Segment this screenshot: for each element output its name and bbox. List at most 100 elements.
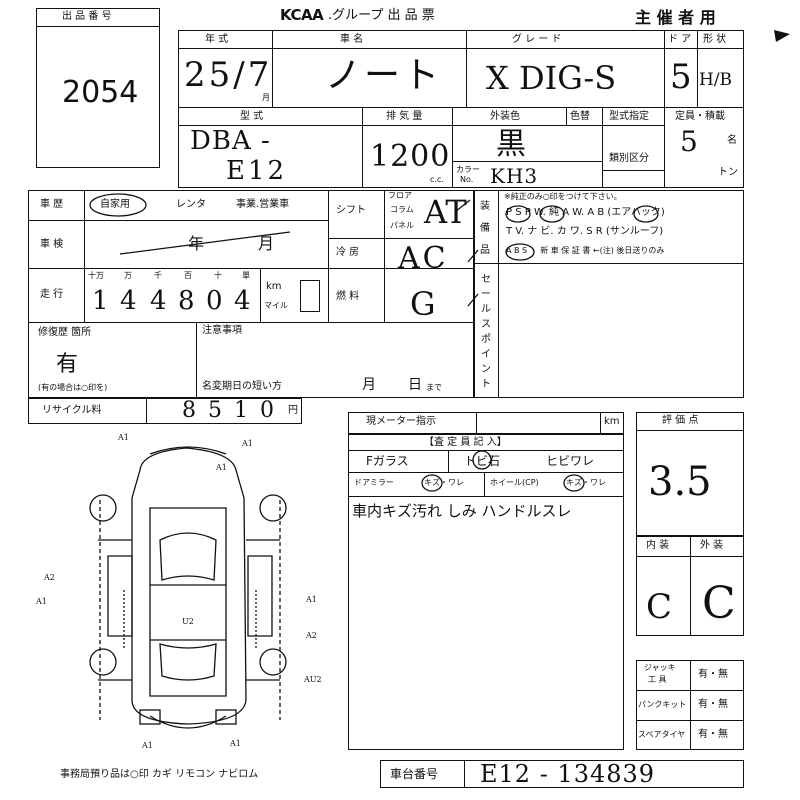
mileage-unit-km: km <box>266 281 282 292</box>
shift-option: コラム <box>390 205 414 214</box>
mileage-digit-label: 百 <box>184 271 192 280</box>
score-label: 評 価 点 <box>662 415 699 426</box>
lot-number-label: 出 品 番 号 <box>62 11 112 22</box>
damage-mark: A1 <box>142 741 153 750</box>
windshield-label: Fガラス <box>366 454 409 468</box>
chassis-label: 車台番号 <box>390 767 439 781</box>
history-business: 事業.営業車 <box>236 199 290 210</box>
damage-mark: A1 <box>118 433 129 442</box>
name-label: 車 名 <box>340 34 364 45</box>
equipment-note: ※純正のみ○印をつけて下さい。 <box>504 192 622 201</box>
mileage-digit-label: 万 <box>124 271 132 280</box>
jack-yes-no: 有・無 <box>698 669 728 680</box>
inspection-year-unit: 年 <box>188 234 205 253</box>
exterior-color-label: 外装色 <box>490 111 520 122</box>
expiry-until: まで <box>426 383 442 392</box>
history-label: 車 歴 <box>40 199 64 210</box>
mileage-digit-label: 單 <box>242 271 250 280</box>
inspector-remark: 車内キズ汚れ しみ ハンドルスレ <box>352 502 572 520</box>
score-box <box>636 412 744 536</box>
recycle-box <box>28 398 302 424</box>
mileage-digit: 8 <box>178 286 198 316</box>
category-label: 類別区分 <box>609 153 649 164</box>
damage-mark: A1 <box>230 739 241 748</box>
fuel-label: 燃 料 <box>336 291 360 302</box>
meter-unit: km <box>604 416 620 427</box>
vehicle-info-grid <box>178 30 744 188</box>
shift-value: AT <box>424 193 467 231</box>
brand-logo: KCAA <box>280 6 324 24</box>
damage-mark: A1 <box>36 597 47 606</box>
lot-number: 2054 <box>62 75 139 110</box>
sheet-title: .グループ 出 品 票 <box>328 8 435 23</box>
notes-label: 注意事項 <box>202 325 242 336</box>
score-value: 3.5 <box>648 459 712 505</box>
windshield-crack: ヒビワレ <box>546 454 595 468</box>
meter-box <box>348 412 624 434</box>
repair-note: (有の場合は○印を) <box>38 383 108 392</box>
year-label: 年 式 <box>205 34 229 45</box>
grade-value: X DIG-S <box>486 59 617 97</box>
model-code-value: E12 <box>226 156 288 186</box>
mileage-digit-label: 十 <box>214 271 222 280</box>
recycle-value: 8510 <box>182 398 286 423</box>
fuel-value: G <box>410 285 439 323</box>
expiry-day: 日 <box>408 377 422 393</box>
displacement-value: 1200 <box>370 139 451 174</box>
ac-value: AC <box>398 241 449 276</box>
capacity-value: 5 <box>680 125 701 158</box>
shift-option: フロア <box>388 191 412 200</box>
spare-tire-yes-no: 有・無 <box>698 729 728 740</box>
equipment-label: 装 備 品 <box>480 201 490 256</box>
jack-label-1: ジャッキ <box>644 663 676 672</box>
repair-label: 修復歴 箇所 <box>38 327 92 338</box>
shape-label: 形 状 <box>703 34 727 45</box>
history-rental: レンタ <box>176 199 206 210</box>
model-prefix-value: DBA - <box>190 126 271 156</box>
footer-note: 事務局預り品は○印 カギ リモコン ナビロム <box>60 769 259 780</box>
damage-mark: AU2 <box>304 675 322 684</box>
mileage-unit-mile: マイル <box>264 301 288 310</box>
lot-number-box <box>36 8 160 168</box>
wheel-damage: キズ・ワレ <box>566 478 606 487</box>
capacity-label: 定員・積載 <box>675 111 725 122</box>
mileage-digit: 0 <box>206 286 226 316</box>
model-label: 型 式 <box>240 111 264 122</box>
mileage-label: 走 行 <box>40 289 64 300</box>
mileage-digit: 4 <box>150 286 170 316</box>
displacement-label: 排 気 量 <box>386 111 423 122</box>
chassis-value: E12 - 134839 <box>480 760 656 788</box>
exterior-value: C <box>702 578 739 629</box>
damage-mark: A1 <box>216 463 227 472</box>
sales-point-label: セールスポイント <box>481 274 491 390</box>
exterior-color-value: 黒 <box>496 127 529 162</box>
damage-mark: A2 <box>306 631 317 640</box>
inspection-month-unit: 月 <box>258 234 275 253</box>
puncture-kit-label: パンクキット <box>638 700 687 709</box>
grade-label: グ レ ー ド <box>512 34 562 45</box>
interior-value: C <box>646 587 676 627</box>
damage-mark: U2 <box>182 617 194 626</box>
color-no-value: KH3 <box>490 164 539 188</box>
mirror-damage: キズ・ワレ <box>424 478 464 487</box>
exterior-label: 外 装 <box>700 540 724 551</box>
interior-label: 内 装 <box>646 540 670 551</box>
year-month-unit: 月 <box>262 93 270 102</box>
inspector-title: 【査 定 員 記 入】 <box>424 437 507 448</box>
shift-option: パネル <box>390 221 414 230</box>
organizer-label: 主 催 者 用 <box>635 8 716 27</box>
chassis-box <box>380 760 744 788</box>
equipment-line-1: P S P W. 純 A W. A B (エアバック) <box>506 207 665 218</box>
inspection-label: 車 検 <box>40 239 64 250</box>
damage-mark: A1 <box>306 595 317 604</box>
puncture-kit-yes-no: 有・無 <box>698 699 728 710</box>
capacity-unit-tons: トン <box>718 167 738 178</box>
color-no-label-1: カラー <box>456 165 480 174</box>
recycle-unit: 円 <box>288 405 298 416</box>
type-designation-label: 型式指定 <box>609 111 649 122</box>
equipment-line-3: A B S ・ 新 車 保 証 書 ←(注) 後日送りのみ <box>506 246 665 255</box>
door-label: ド ア <box>668 34 692 45</box>
windshield-chip: トビ石 <box>464 454 501 468</box>
color-no-label-2: No. <box>460 175 474 184</box>
